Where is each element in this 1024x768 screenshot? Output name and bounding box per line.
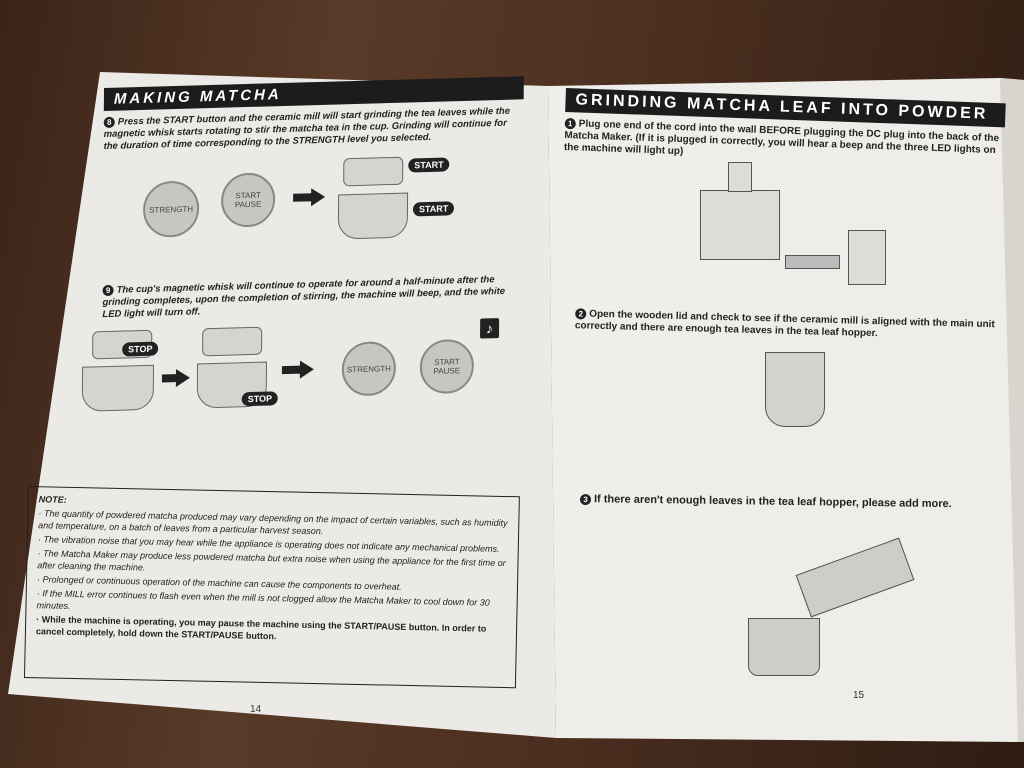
hopper-illustration bbox=[748, 618, 820, 676]
cup-illustration bbox=[337, 192, 409, 240]
page-number: 15 bbox=[853, 690, 865, 701]
strength-button: STRENGTH bbox=[341, 340, 397, 397]
stop-tag: STOP bbox=[241, 391, 279, 407]
mill-illustration bbox=[202, 326, 263, 357]
note-box: NOTE: · The quantity of powdered matcha … bbox=[23, 486, 520, 689]
page-number: 14 bbox=[250, 704, 262, 715]
machine-illustration bbox=[700, 190, 780, 260]
start-tag: START bbox=[412, 201, 455, 217]
stop-tag: STOP bbox=[122, 341, 159, 357]
cup-illustration bbox=[81, 364, 155, 412]
wall-outlet-illustration bbox=[848, 230, 886, 285]
arrow-icon bbox=[311, 187, 326, 207]
start-pause-button: START PAUSE bbox=[220, 172, 276, 228]
arrow-icon bbox=[175, 368, 190, 388]
step-9-illustration: STOP STOP STRENGTH START PAUSE ♪ bbox=[81, 309, 523, 431]
mill-illustration bbox=[343, 156, 404, 187]
ceramic-mill-illustration bbox=[765, 352, 825, 427]
music-note-icon: ♪ bbox=[480, 318, 500, 339]
start-tag: START bbox=[408, 157, 450, 173]
arrow-icon bbox=[299, 360, 314, 379]
mill-illustration bbox=[728, 162, 752, 192]
strength-button: STRENGTH bbox=[142, 180, 200, 238]
step-8-illustration: STRENGTH START PAUSE START START bbox=[103, 149, 524, 279]
start-pause-button: START PAUSE bbox=[419, 338, 475, 395]
adapter-illustration bbox=[785, 255, 840, 269]
